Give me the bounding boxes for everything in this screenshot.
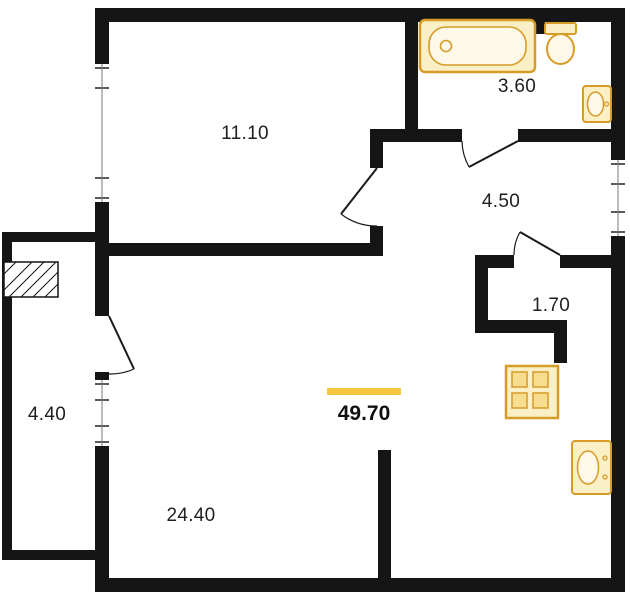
wall-wc-bottom: [475, 320, 567, 333]
wall-living-stub: [378, 450, 391, 578]
wall-right-upper: [611, 8, 625, 160]
bathroom-area-label: 3.60: [497, 76, 537, 97]
wall-bathroom-left: [405, 8, 418, 142]
hallway-area-label: 4.50: [481, 191, 521, 212]
window-right: [611, 160, 625, 236]
living-area-label: 24.40: [166, 505, 216, 526]
wall-wc-top-right: [560, 255, 625, 268]
balcony-area-label: 4.40: [27, 404, 67, 425]
wc-area-label: 1.70: [531, 295, 571, 316]
total-area-accent-bar: [327, 388, 401, 395]
wall-kitchen-stub: [554, 333, 567, 363]
wall-left-middle: [95, 202, 109, 316]
toilet-icon: [544, 22, 577, 65]
door-bathroom: [461, 140, 519, 168]
wall-room-bottom: [95, 243, 383, 256]
kitchen-sink-icon: [571, 440, 612, 495]
wall-bath-divider: [534, 8, 545, 34]
door-room: [340, 167, 378, 227]
washbasin-icon: [582, 85, 612, 123]
wall-wc-left: [475, 255, 488, 333]
wall-left-lower: [95, 446, 109, 578]
balcony-window-hatch: [3, 261, 59, 298]
wall-left-upper: [95, 8, 109, 64]
wall-room-right-upper: [370, 129, 383, 168]
balcony-wall-top: [2, 232, 95, 242]
total-area-block: 49.70: [318, 388, 410, 426]
total-area-label: 49.70: [337, 402, 391, 425]
stove-icon: [504, 364, 560, 420]
wall-hall-top-right: [518, 129, 625, 142]
wall-left-post: [95, 372, 109, 380]
balcony-wall-left: [2, 232, 12, 560]
wall-hall-top-left: [370, 129, 462, 142]
door-balcony: [108, 315, 135, 375]
bathtub-icon: [418, 18, 537, 74]
wall-right-lower: [611, 236, 625, 592]
wall-bottom: [95, 578, 625, 592]
wall-top: [95, 8, 625, 22]
door-wc: [513, 231, 561, 256]
room-area-label: 11.10: [221, 123, 269, 144]
window-left-lower: [95, 380, 109, 446]
balcony-wall-bottom: [2, 550, 95, 560]
window-left-upper: [95, 64, 109, 202]
